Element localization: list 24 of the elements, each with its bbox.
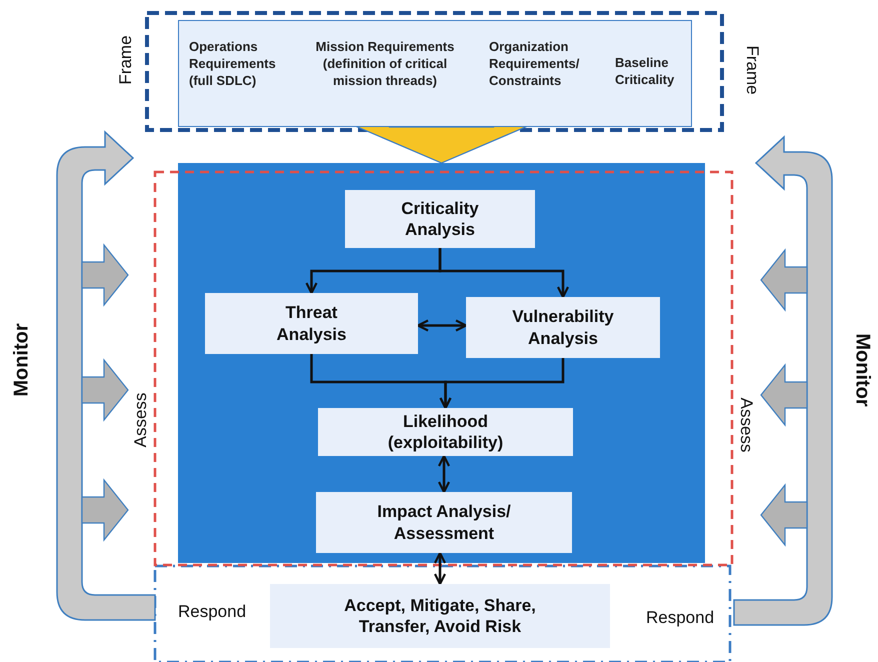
monitor-label: Monitor bbox=[10, 323, 34, 397]
arrow bbox=[434, 552, 446, 586]
requirement-text: Organization Requirements/ Constraints bbox=[489, 39, 580, 90]
frame-label: Frame bbox=[116, 35, 136, 85]
process-box: Threat Analysis bbox=[205, 293, 418, 354]
requirement-text: Mission Requirements (definition of critical mission threads) bbox=[314, 39, 456, 90]
process-box: Impact Analysis/ Assessment bbox=[316, 492, 572, 553]
process-box: Likelihood (exploitability) bbox=[318, 408, 573, 456]
arrow bbox=[416, 319, 468, 332]
assess-label: Assess bbox=[736, 398, 756, 452]
process-box: Criticality Analysis bbox=[345, 190, 535, 248]
arrow bbox=[438, 454, 450, 494]
requirement-text: Operations Requirements (full SDLC) bbox=[189, 39, 277, 90]
monitor-label: Monitor bbox=[850, 333, 874, 407]
arrow bbox=[439, 358, 564, 410]
frame-label: Frame bbox=[742, 45, 762, 95]
arrow bbox=[438, 248, 570, 298]
requirement-text: Baseline Criticality bbox=[615, 55, 676, 89]
respond-label: Respond bbox=[178, 602, 246, 622]
requirements-box bbox=[178, 20, 692, 127]
respond-label: Respond bbox=[646, 608, 714, 628]
process-box: Vulnerability Analysis bbox=[466, 297, 660, 358]
process-box: Accept, Mitigate, Share, Transfer, Avoid Risk bbox=[270, 584, 610, 648]
assess-label: Assess bbox=[131, 392, 151, 448]
